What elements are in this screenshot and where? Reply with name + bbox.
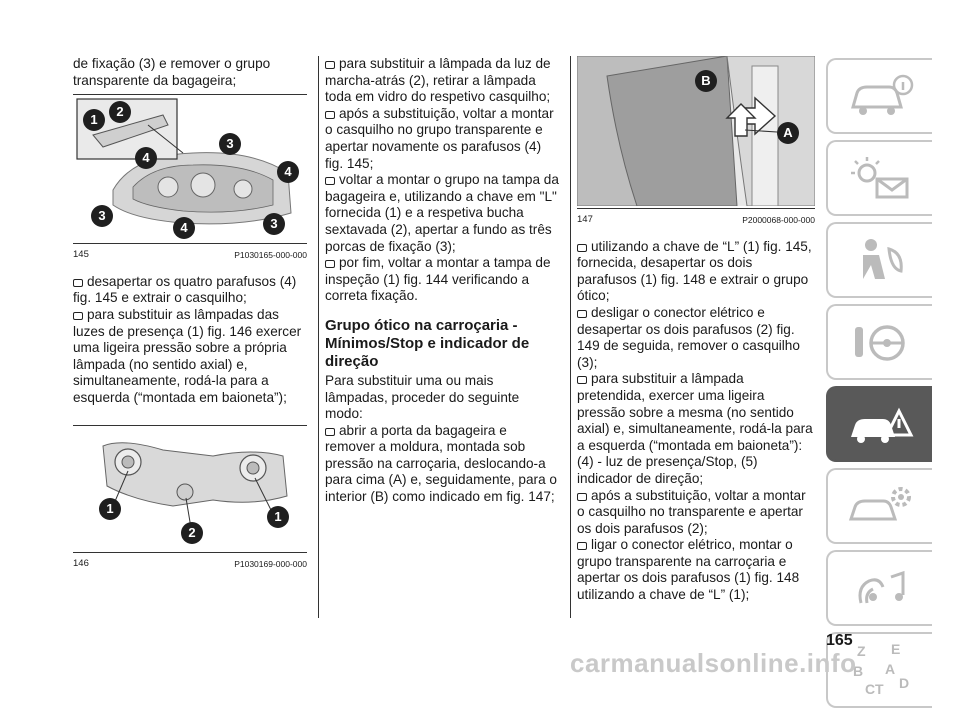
- paragraph: Para substituir uma ou mais lâmpadas, pr…: [325, 372, 520, 422]
- bullet-item: após a substituição, voltar a montar o c…: [577, 487, 806, 536]
- car-info-icon: [851, 74, 914, 115]
- figure-number: 145: [73, 249, 89, 261]
- callout-B: B: [695, 70, 717, 92]
- figure-caption: 146 P1030169-000-000: [73, 556, 307, 573]
- callout-4: 4: [173, 217, 195, 240]
- column-1: de fixação (3) e remover o grupo transpa…: [73, 56, 307, 572]
- bullet-icon: [325, 61, 335, 69]
- divider: [577, 208, 815, 209]
- figure-caption: 145 P1030165-000-000: [73, 247, 307, 264]
- bullet-item: desligar o conector elétrico e desaperta…: [577, 304, 800, 370]
- index-letter: E: [891, 641, 900, 657]
- divider: [73, 424, 307, 426]
- callout-3: 3: [91, 205, 113, 228]
- figure-number: 147: [577, 214, 593, 225]
- callout-3: 3: [263, 213, 285, 236]
- page-number: 165: [826, 632, 853, 649]
- index-letter: D: [899, 675, 909, 691]
- callout-3: 3: [219, 133, 241, 156]
- bullet-icon: [73, 278, 83, 287]
- steering-wheel-icon: [855, 325, 905, 361]
- divider: [73, 551, 307, 553]
- bullet-icon: [73, 311, 83, 320]
- column-2: para substituir a lâmpada da luz de marc…: [325, 56, 559, 506]
- bullet-icon: [325, 177, 335, 186]
- figure-145: 1 2 3 4 4 3 3 4: [73, 95, 307, 242]
- tab-car-info[interactable]: [826, 58, 932, 134]
- callout-4: 4: [277, 161, 299, 184]
- index-letter: B: [853, 663, 863, 679]
- bullet-item: para substituir a lâmpada da luz de marc…: [325, 56, 551, 105]
- callout-1: 1: [83, 109, 105, 132]
- figure-code: P1030169-000-000: [234, 558, 307, 569]
- tab-warning-lights[interactable]: [826, 140, 932, 216]
- index-letter: Z: [857, 643, 866, 659]
- emergency-icon: [851, 407, 914, 443]
- callout-2: 2: [109, 101, 131, 124]
- bullet-icon: [577, 542, 587, 551]
- callout-A: A: [777, 122, 799, 144]
- callout-2: 2: [181, 521, 203, 544]
- bullet-item: utilizando a chave de “L” (1) fig. 145, …: [577, 238, 812, 304]
- divider: [73, 94, 307, 96]
- bullet-item: ligar o conector elétrico, montar o grup…: [577, 537, 800, 603]
- callout-1: 1: [267, 505, 289, 528]
- bullet-item: por fim, voltar a montar a tampa de insp…: [325, 255, 551, 304]
- chapter-sidebar: Z E B A C T D: [826, 58, 934, 714]
- bullet-icon: [577, 309, 587, 318]
- index-letter: T: [875, 681, 884, 697]
- figure-code: P2000068-000-000: [742, 215, 815, 225]
- bullet-icon: [577, 243, 587, 252]
- index-letter: A: [885, 661, 895, 677]
- figure-number: 146: [73, 557, 89, 569]
- bullet-icon: [325, 110, 335, 119]
- section-heading: Grupo ótico na carroçaria - Mínimos/Stop…: [325, 316, 530, 370]
- tab-maintenance[interactable]: [826, 468, 932, 544]
- warning-lights-icon: [851, 157, 909, 199]
- figure-code: P1030165-000-000: [234, 250, 307, 261]
- figure-147: B A: [577, 56, 815, 206]
- bullet-item: após a substituição, voltar a montar o c…: [325, 105, 554, 171]
- bullet-item: para substituir a lâmpada pretendida, ex…: [577, 371, 813, 486]
- tab-multimedia[interactable]: [826, 550, 932, 626]
- bullet-icon: [577, 492, 587, 501]
- tab-safety[interactable]: [826, 222, 932, 298]
- bullet-item: abrir a porta da bagageira e remover a m…: [325, 422, 557, 505]
- figure-146: 1 2 1: [73, 425, 307, 550]
- column-divider: [570, 56, 571, 618]
- bullet-item: para substituir as lâmpadas das luzes de…: [73, 306, 302, 405]
- figure-caption: 147 P2000068-000-000: [577, 212, 815, 229]
- column-divider: [318, 56, 319, 618]
- bullet-icon: [325, 260, 335, 269]
- bullet-item: desapertar os quatro parafusos (4) fig. …: [73, 273, 297, 306]
- divider: [73, 243, 307, 245]
- bullet-item: voltar a montar o grupo na tampa da baga…: [325, 172, 559, 254]
- bullet-icon: [577, 376, 587, 385]
- multimedia-icon: [858, 570, 905, 604]
- callout-4: 4: [135, 147, 157, 170]
- bullet-icon: [325, 427, 335, 436]
- maintenance-icon: [848, 487, 911, 521]
- column-3: B A 147 P2000068-000-000 utilizando a ch…: [577, 56, 815, 604]
- intro-text: de fixação (3) e remover o grupo transpa…: [73, 56, 271, 88]
- tab-emergency[interactable]: [826, 386, 932, 462]
- tab-driving[interactable]: [826, 304, 932, 380]
- watermark: carmanualsonline.info: [570, 648, 857, 678]
- safety-seat-icon: [863, 239, 903, 279]
- callout-1: 1: [99, 497, 121, 520]
- index-letter: C: [865, 681, 875, 697]
